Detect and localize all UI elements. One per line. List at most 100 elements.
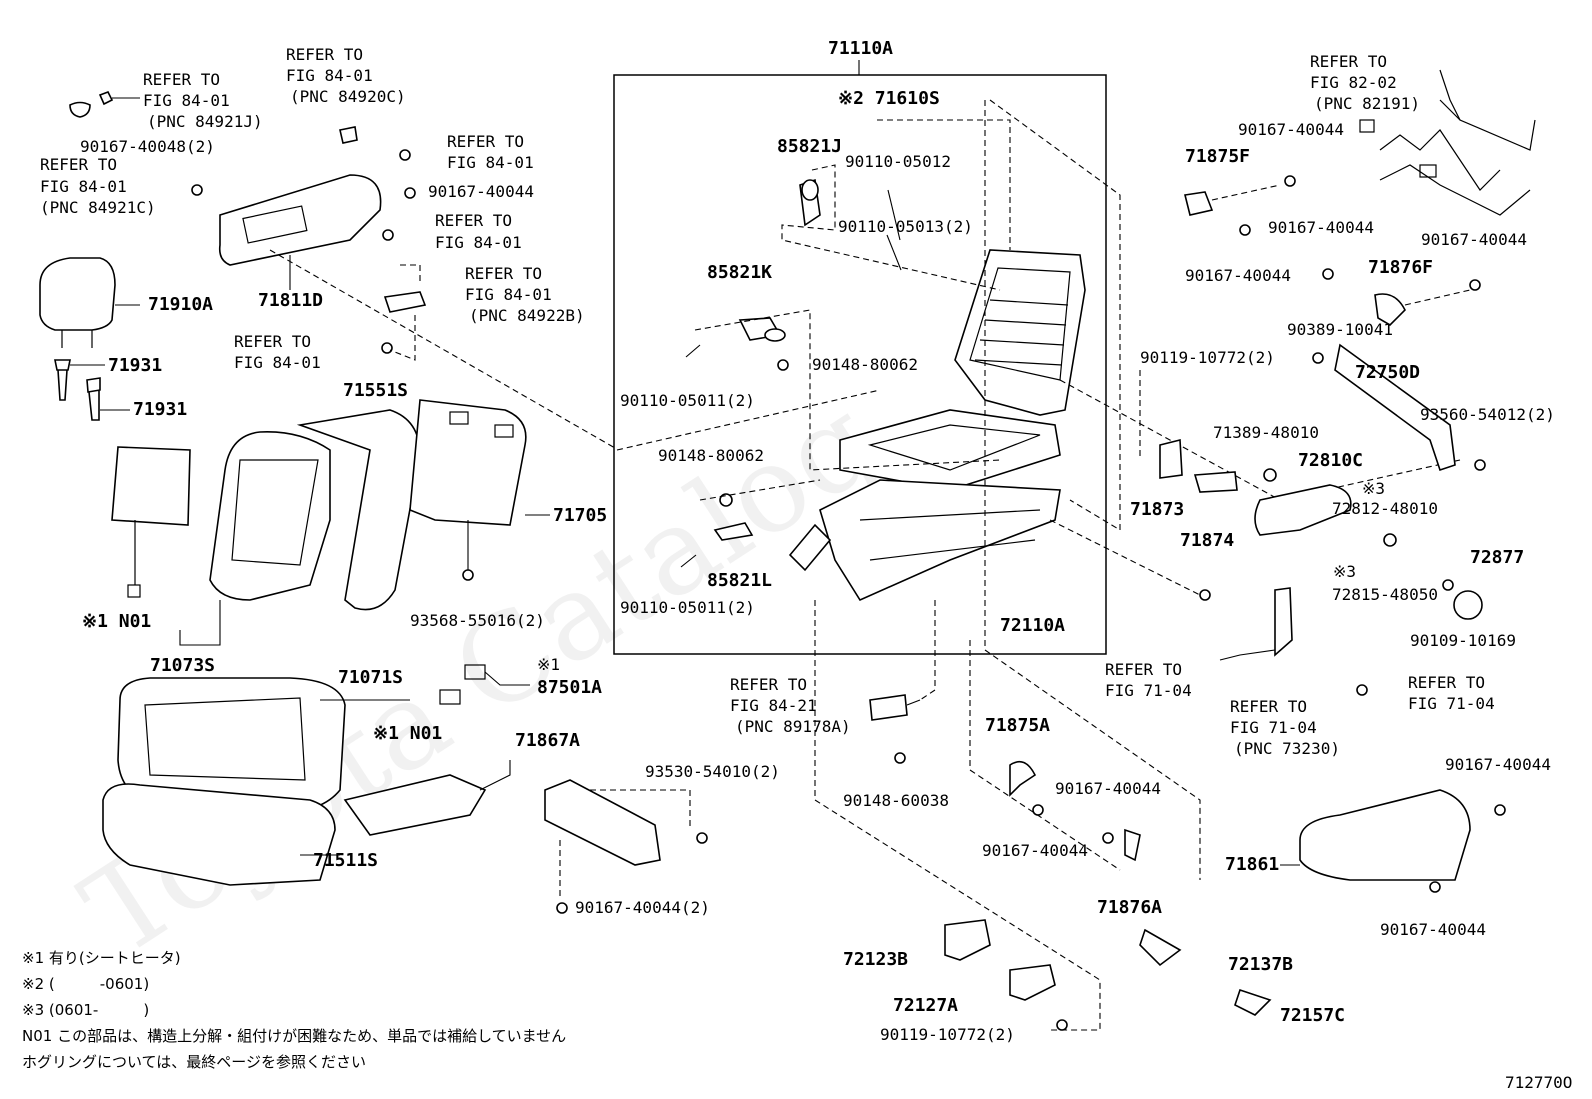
figure-code: 712770O	[1505, 1073, 1572, 1092]
cover-71867A	[544, 779, 661, 866]
label-85821K: 85821K	[707, 262, 772, 283]
bracket-72157C	[1234, 988, 1272, 1016]
label-93560: 93560-54012(2)	[1420, 405, 1555, 424]
ref-84922B-3: (PNC 84922B)	[469, 306, 585, 325]
label-71073S: 71073S	[150, 655, 215, 676]
label-71876A: 71876A	[1097, 897, 1162, 918]
ref-84922B-2: FIG 84-01	[465, 285, 552, 304]
ref-89178A-1: REFER TO	[730, 675, 807, 694]
label-90167-40044-i: 90167-40044	[428, 182, 534, 201]
label-90110-05011b: 90110-05011(2)	[620, 598, 755, 617]
connector-89178A	[869, 694, 908, 721]
cover-72127A	[1009, 964, 1056, 1001]
label-90167-40044-e: 90167-40044	[1238, 120, 1344, 139]
label-90167-40044-g: 90167-40044	[1185, 266, 1291, 285]
reference-blocks: REFER TO FIG 84-01 (PNC 84920C) REFER TO…	[40, 45, 1495, 758]
label-71931a: 71931	[108, 355, 162, 376]
shield-71811D	[218, 174, 382, 266]
armrest-72810C	[1254, 484, 1352, 536]
label-90167-40044-d: 90167-40044	[1380, 920, 1486, 939]
label-71861: 71861	[1225, 854, 1279, 875]
note-5: ホグリングについては、最終ページを参照ください	[22, 1053, 366, 1071]
seatbelt-buckle	[1274, 587, 1293, 657]
label-71551S: 71551S	[343, 380, 408, 401]
label-93568: 93568-55016(2)	[410, 611, 545, 630]
label-90119-10772a: 90119-10772(2)	[1140, 348, 1275, 367]
label-N01b: ※1 N01	[373, 723, 442, 744]
bracket-85821L	[713, 522, 754, 541]
label-71874: 71874	[1180, 530, 1234, 551]
ref-84921C-3: (PNC 84921C)	[40, 198, 156, 217]
bracket-71874	[1193, 471, 1238, 493]
ref-71-04-b-2: FIG 71-04	[1408, 694, 1495, 713]
ref-84920C-3: (PNC 84920C)	[290, 87, 406, 106]
ref-71-04-b-1: REFER TO	[1408, 673, 1485, 692]
label-71705: 71705	[553, 505, 607, 526]
cushion-pad-71511S	[102, 783, 336, 886]
label-72157C: 72157C	[1280, 1005, 1345, 1026]
label-90110-05011a: 90110-05011(2)	[620, 391, 755, 410]
label-72110A: 72110A	[1000, 615, 1065, 636]
label-90167-40048: 90167-40048(2)	[80, 137, 215, 156]
switch-84920C	[339, 126, 358, 144]
ref-84921J-2: FIG 84-01	[143, 91, 230, 110]
ref-73230-2: FIG 71-04	[1230, 718, 1317, 737]
ref-82191-3: (PNC 82191)	[1314, 94, 1420, 113]
guide-71931a	[54, 359, 71, 401]
label-71389: 71389-48010	[1213, 423, 1319, 442]
ref-73230-3: (PNC 73230)	[1234, 739, 1340, 758]
ref-84921J-3: (PNC 84921J)	[147, 112, 263, 131]
bracket-72137B	[1139, 928, 1182, 967]
ref-b-2: FIG 84-01	[435, 233, 522, 252]
ref-89178A-2: FIG 84-21	[730, 696, 817, 715]
label-71610S: ※2 71610S	[838, 88, 940, 109]
note-3: ※3 (0601- )	[22, 1001, 149, 1019]
ref-b-1: REFER TO	[435, 211, 512, 230]
label-71110A: 71110A	[828, 38, 893, 59]
label-90110-05013: 90110-05013(2)	[838, 217, 973, 236]
label-72750D: 72750D	[1355, 362, 1420, 383]
label-90167-40044-f: 90167-40044	[1268, 218, 1374, 237]
label-87501A: 87501A	[537, 677, 602, 698]
bracket-71876A	[1124, 828, 1141, 862]
seatback-board-71705	[409, 399, 527, 526]
ref-84921C-1: REFER TO	[40, 155, 117, 174]
shield-71861	[1299, 789, 1471, 881]
switch-84922B	[383, 291, 427, 313]
bracket-71875F	[1184, 191, 1214, 216]
label-71873: 71873	[1130, 499, 1184, 520]
label-72815-note: ※3	[1333, 562, 1356, 581]
ref-82191-1: REFER TO	[1310, 52, 1387, 71]
label-71875A: 71875A	[985, 715, 1050, 736]
part-labels: 71110A ※2 71610S 85821J 90110-05012 9011…	[80, 38, 1555, 1044]
label-72877: 72877	[1470, 547, 1524, 568]
ref-82191-2: FIG 82-02	[1310, 73, 1397, 92]
label-90109: 90109-10169	[1410, 631, 1516, 650]
label-71071S: 71071S	[338, 667, 403, 688]
ref-89178A-3: (PNC 89178A)	[735, 717, 851, 736]
label-71876F: 71876F	[1368, 257, 1433, 278]
label-90389: 90389-10041	[1287, 320, 1393, 339]
label-85821J: 85821J	[777, 136, 842, 157]
ref-c-1: REFER TO	[234, 332, 311, 351]
seat-frame-71610S	[788, 249, 1086, 602]
label-90167-40044-2: 90167-40044(2)	[575, 898, 710, 917]
seatback-cover-71073S	[209, 431, 331, 601]
bracket-71873	[1159, 438, 1183, 479]
label-72810C: 72810C	[1298, 450, 1363, 471]
bracket-71876F	[1374, 293, 1406, 327]
guide-71931b	[86, 377, 101, 421]
label-90148-80062a: 90148-80062	[812, 355, 918, 374]
ref-a-1: REFER TO	[447, 132, 524, 151]
label-71931b: 71931	[133, 399, 187, 420]
note-2: ※2 ( -0601)	[22, 975, 149, 993]
label-90119-10772b: 90119-10772(2)	[880, 1025, 1015, 1044]
label-72127A: 72127A	[893, 995, 958, 1016]
knob-84921C	[69, 101, 91, 118]
footnotes: ※1 有り(シートヒータ) ※2 ( -0601) ※3 (0601- ) N0…	[22, 949, 566, 1071]
wire-harness-82191	[1359, 69, 1536, 216]
label-72137B: 72137B	[1228, 954, 1293, 975]
label-71511S: 71511S	[313, 850, 378, 871]
label-72815: 72815-48050	[1332, 585, 1438, 604]
